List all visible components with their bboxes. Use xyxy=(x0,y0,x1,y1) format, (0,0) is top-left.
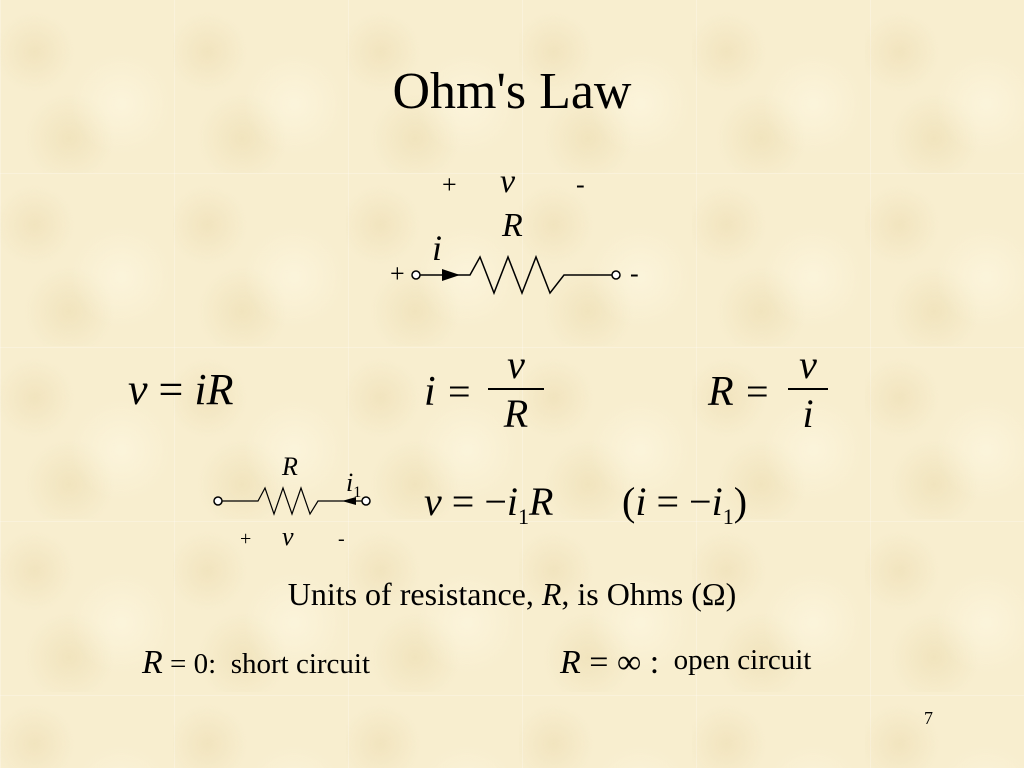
page-number: 7 xyxy=(924,708,933,728)
resistor-zigzag xyxy=(420,254,612,296)
equation-i-equals-v-over-R: i = v R xyxy=(424,340,544,450)
resistor-zigzag xyxy=(222,486,362,516)
fraction-bar xyxy=(488,388,544,390)
minus-right-label: - xyxy=(630,259,639,288)
voltage-label: v xyxy=(500,163,516,200)
minus-label: - xyxy=(338,528,345,550)
resistance-label: R xyxy=(282,452,298,481)
equation-v-equals-iR: v = iR xyxy=(128,365,234,414)
bottom-circuit: R i1 + v - xyxy=(210,450,380,555)
equation-i-equals-minus-i1: (i = −i1) xyxy=(622,479,748,529)
short-circuit-line: R = 0: short circuit xyxy=(142,644,371,681)
slide-title: Ohm's Law xyxy=(392,63,632,120)
plus-label: + xyxy=(240,528,252,550)
current-label: i1 xyxy=(346,468,362,502)
short-circuit-label: short circuit xyxy=(230,648,371,680)
equation-R-equals-v-over-i: R = v i xyxy=(708,340,828,450)
equation-v-equals-minus-i1R: v = −i1R xyxy=(424,479,554,529)
plus-left-label: + xyxy=(390,259,405,288)
top-circuit: + v - R i + - xyxy=(390,163,650,300)
minus-top-label: - xyxy=(576,170,585,199)
units-statement: Units of resistance, R, is Ohms (Ω) xyxy=(287,576,737,612)
open-circuit-line: R = ∞ : open circuit xyxy=(560,644,812,681)
open-circuit-label: open circuit xyxy=(673,644,812,676)
right-terminal xyxy=(611,270,621,280)
resistor-symbol xyxy=(213,486,371,516)
numerator: v xyxy=(799,342,817,387)
current-label: i xyxy=(432,228,443,268)
denominator: i xyxy=(802,391,814,436)
resistance-label: R xyxy=(502,207,523,244)
fraction-bar xyxy=(788,388,828,390)
left-terminal xyxy=(411,270,421,280)
denominator: R xyxy=(503,391,529,436)
plus-top-label: + xyxy=(442,170,457,199)
voltage-label: v xyxy=(282,522,294,551)
left-terminal xyxy=(213,496,223,506)
resistor-symbol xyxy=(411,254,621,296)
current-arrow xyxy=(442,269,460,281)
right-terminal xyxy=(361,496,371,506)
current-arrow xyxy=(342,497,356,505)
numerator: v xyxy=(507,342,525,387)
